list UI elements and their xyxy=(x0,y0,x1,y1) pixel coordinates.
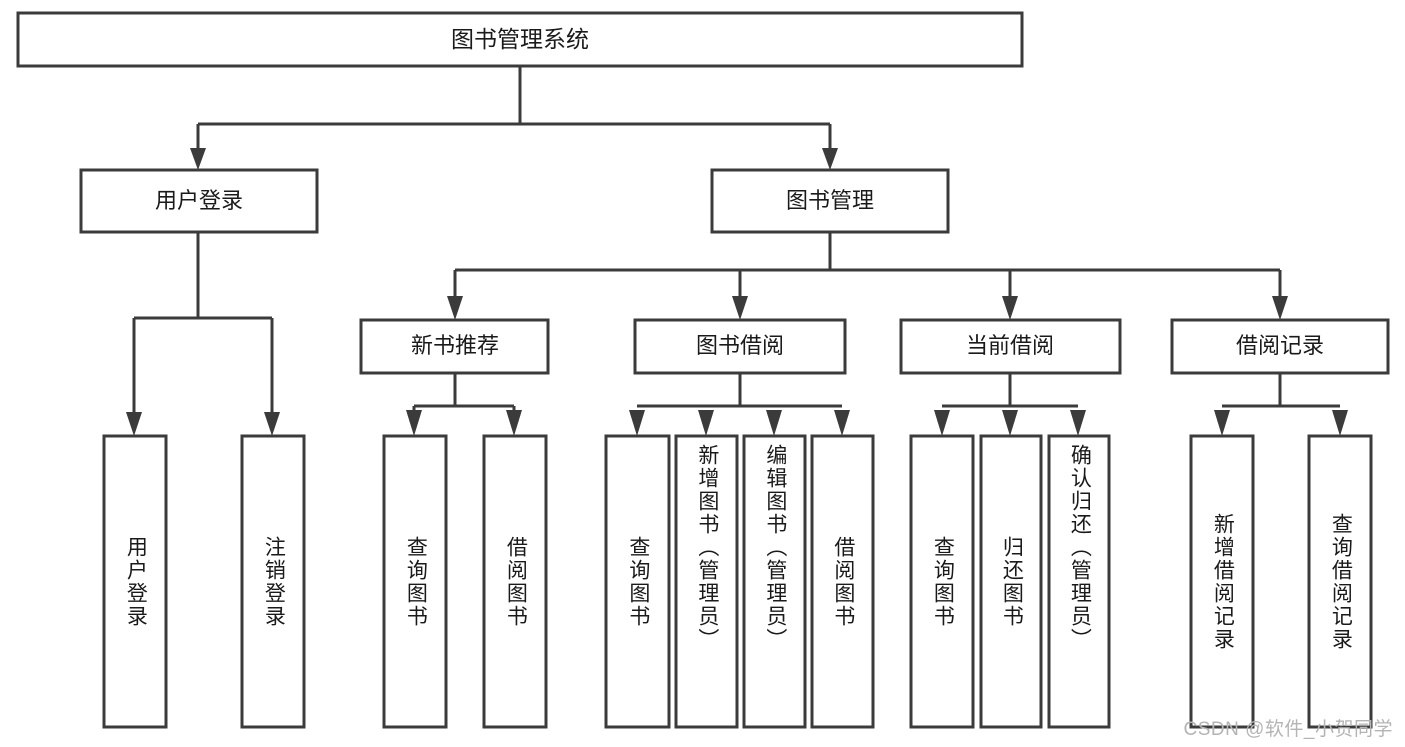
arrowhead-book-manage xyxy=(822,148,838,170)
node-book-manage[interactable] xyxy=(710,168,950,234)
node-leaf-query-book-3[interactable] xyxy=(909,434,975,729)
node-leaf-query-book-1[interactable] xyxy=(382,434,448,729)
csdn-watermark: CSDN @软件_小贺同学 xyxy=(1183,719,1393,740)
node-leaf-user-login[interactable] xyxy=(102,434,168,729)
node-new-book-rec[interactable] xyxy=(359,318,550,375)
node-current-borrow-label: 当前借阅 xyxy=(966,333,1054,358)
arrowhead-leaf-query-book-3 xyxy=(934,410,950,436)
arrowhead-leaf-logout xyxy=(264,412,280,436)
node-root-label: 图书管理系统 xyxy=(451,26,589,52)
arrowhead-new-book-rec xyxy=(447,296,463,320)
node-book-borrow-label: 图书借阅 xyxy=(696,333,784,358)
node-borrow-record[interactable] xyxy=(1170,318,1390,375)
arrowhead-leaf-add-book xyxy=(698,410,714,436)
node-leaf-confirm-return[interactable] xyxy=(1047,434,1111,729)
node-book-borrow[interactable] xyxy=(633,318,847,375)
arrowhead-current-borrow xyxy=(1002,296,1018,320)
arrowhead-leaf-query-book-2 xyxy=(629,410,645,436)
arrowhead-leaf-query-book-1 xyxy=(406,410,422,436)
node-user-login-label: 用户登录 xyxy=(155,188,243,213)
node-leaf-logout[interactable] xyxy=(240,434,306,729)
node-leaf-edit-book[interactable] xyxy=(742,434,807,729)
arrowhead-leaf-confirm-return xyxy=(1070,410,1086,436)
arrowhead-book-borrow xyxy=(732,296,748,320)
node-leaf-return-book[interactable] xyxy=(979,434,1043,729)
node-current-borrow[interactable] xyxy=(899,318,1122,375)
arrowhead-leaf-query-record xyxy=(1332,410,1348,436)
node-leaf-query-book-2[interactable] xyxy=(604,434,671,729)
node-user-login[interactable] xyxy=(79,168,319,234)
node-leaf-query-record[interactable] xyxy=(1307,434,1373,729)
arrowhead-user-login xyxy=(190,148,206,170)
node-leaf-add-book[interactable] xyxy=(674,434,739,729)
arrowhead-leaf-add-record xyxy=(1214,410,1230,436)
node-book-manage-label: 图书管理 xyxy=(786,188,874,213)
node-root[interactable] xyxy=(16,11,1024,68)
node-borrow-record-label: 借阅记录 xyxy=(1236,333,1324,358)
arrowhead-leaf-user-login xyxy=(126,412,142,436)
node-leaf-borrow-book-2[interactable] xyxy=(810,434,875,729)
node-layer: 图书管理系统 用户登录 图书管理 新书推荐 图书借阅 当前借阅 借阅记录 xyxy=(16,11,1390,729)
arrowhead-leaf-borrow-book-2 xyxy=(834,410,850,436)
node-leaf-borrow-book-1[interactable] xyxy=(482,434,548,729)
node-new-book-rec-label: 新书推荐 xyxy=(411,333,499,358)
arrowhead-leaf-return-book xyxy=(1002,410,1018,436)
node-leaf-add-record[interactable] xyxy=(1189,434,1255,729)
arrowhead-leaf-borrow-book-1 xyxy=(506,410,522,436)
connector-layer xyxy=(126,66,1348,436)
arrowhead-leaf-edit-book xyxy=(766,410,782,436)
arrowhead-borrow-record xyxy=(1272,296,1288,320)
